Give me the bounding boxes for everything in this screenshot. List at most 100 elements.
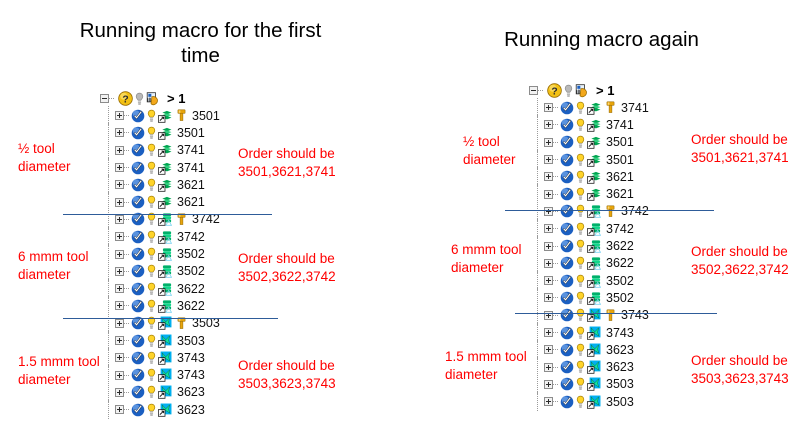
check-circle-icon[interactable] [131,316,145,330]
bulb-yellow-icon[interactable] [147,334,156,348]
tree-row[interactable]: 3503 [108,313,220,334]
bulb-yellow-icon[interactable] [576,135,585,149]
operation-green-cylinder-icon[interactable] [586,274,602,288]
check-circle-icon[interactable] [560,204,574,218]
operation-green-cylinder-icon[interactable] [157,264,173,279]
bulb-yellow-icon[interactable] [147,126,156,140]
operation-cyan-star-icon[interactable] [157,334,172,348]
expand-expander-icon[interactable] [115,284,124,294]
bulb-yellow-icon[interactable] [576,118,585,132]
expand-expander-icon[interactable] [544,379,553,389]
expand-expander-icon[interactable] [115,353,124,363]
expand-expander-icon[interactable] [115,128,124,138]
question-icon[interactable]: ? [118,91,133,106]
bulb-yellow-icon[interactable] [576,291,585,305]
operation-cyan-star-icon[interactable] [586,308,601,322]
tree-root-row[interactable]: ?> 1 [100,90,220,107]
tree-row[interactable]: 3501 [537,132,649,153]
tree-row[interactable]: 3741 [537,97,649,118]
expand-expander-icon[interactable] [115,214,124,224]
check-circle-icon[interactable] [560,153,574,167]
tree-row[interactable]: 3621 [537,184,649,205]
bulb-yellow-icon[interactable] [147,299,156,313]
tree-row[interactable]: 3503 [537,374,649,395]
check-circle-icon[interactable] [131,351,145,365]
operation-green-stack-icon[interactable] [586,153,601,167]
expand-expander-icon[interactable] [115,232,124,242]
check-circle-icon[interactable] [560,187,574,201]
bulb-yellow-icon[interactable] [147,368,156,382]
check-circle-icon[interactable] [560,135,574,149]
operation-green-stack-icon[interactable] [157,161,172,175]
expand-expander-icon[interactable] [115,405,124,415]
tree-row[interactable]: 3743 [537,322,649,343]
expand-expander-icon[interactable] [115,336,124,345]
operation-green-stack-icon[interactable] [586,135,601,149]
expand-expander-icon[interactable] [544,155,553,165]
operation-cyan-star-icon[interactable] [586,360,601,374]
bulb-yellow-icon[interactable] [576,274,585,288]
tree-row[interactable]: 3502 [108,261,220,282]
operation-green-cylinder-icon[interactable] [586,256,602,271]
check-circle-icon[interactable] [131,212,145,226]
check-circle-icon[interactable] [560,377,574,391]
tree-row[interactable]: 3621 [537,167,649,187]
operation-cyan-star-icon[interactable] [157,403,172,417]
tree-row[interactable]: 3621 [108,175,220,195]
tree-row[interactable]: 3742 [537,201,649,222]
bulb-yellow-icon[interactable] [147,212,156,226]
operation-green-cylinder-icon[interactable] [586,291,602,305]
check-circle-icon[interactable] [131,230,145,244]
check-circle-icon[interactable] [560,256,574,270]
bulb-yellow-icon[interactable] [147,109,156,123]
expand-expander-icon[interactable] [115,387,124,397]
expand-expander-icon[interactable] [544,189,553,199]
bulb-yellow-icon[interactable] [576,187,585,201]
operation-cyan-star-icon[interactable] [157,385,172,400]
bulb-grey-icon[interactable] [135,92,144,106]
tree-row[interactable]: 3503 [108,330,220,351]
operation-green-stack-icon[interactable] [586,118,601,132]
tree-row[interactable]: 3741 [108,157,220,178]
check-circle-icon[interactable] [560,274,574,288]
check-circle-icon[interactable] [560,101,574,115]
expand-expander-icon[interactable] [544,328,553,337]
expand-expander-icon[interactable] [115,197,124,207]
bulb-yellow-icon[interactable] [576,101,585,115]
bulb-yellow-icon[interactable] [576,343,585,357]
bulb-yellow-icon[interactable] [147,351,156,365]
bulb-yellow-icon[interactable] [576,153,585,167]
tree-row[interactable]: 3743 [108,365,220,386]
tree-row[interactable]: 3622 [108,296,220,316]
operation-cyan-star-icon[interactable] [157,351,172,365]
expand-expander-icon[interactable] [544,310,553,320]
bulb-yellow-icon[interactable] [147,403,156,417]
expand-expander-icon[interactable] [544,206,553,216]
expand-expander-icon[interactable] [115,163,124,173]
check-circle-icon[interactable] [131,126,145,140]
expand-expander-icon[interactable] [115,370,124,380]
collapse-expander-icon[interactable] [100,94,109,103]
tool-gold-icon[interactable] [176,109,187,122]
expand-expander-icon[interactable] [544,293,553,303]
tool-gold-icon[interactable] [605,205,616,218]
operation-green-cylinder-icon[interactable] [586,222,602,236]
tool-gold-icon[interactable] [605,101,616,114]
tree-row[interactable]: 3502 [108,244,220,264]
check-circle-icon[interactable] [131,161,145,175]
operation-green-stack-icon[interactable] [157,109,172,123]
bulb-yellow-icon[interactable] [576,204,585,218]
operation-cyan-star-icon[interactable] [586,326,601,340]
bulb-yellow-icon[interactable] [147,385,156,399]
hand-pointer-icon[interactable] [146,91,161,106]
operation-green-cylinder-icon[interactable] [157,299,173,313]
expand-expander-icon[interactable] [544,241,553,251]
expand-expander-icon[interactable] [115,318,124,328]
bulb-yellow-icon[interactable] [147,282,156,296]
expand-expander-icon[interactable] [544,362,553,372]
bulb-yellow-icon[interactable] [576,326,585,340]
expand-expander-icon[interactable] [544,276,553,286]
tree-row[interactable]: 3622 [537,253,649,274]
check-circle-icon[interactable] [560,343,574,357]
